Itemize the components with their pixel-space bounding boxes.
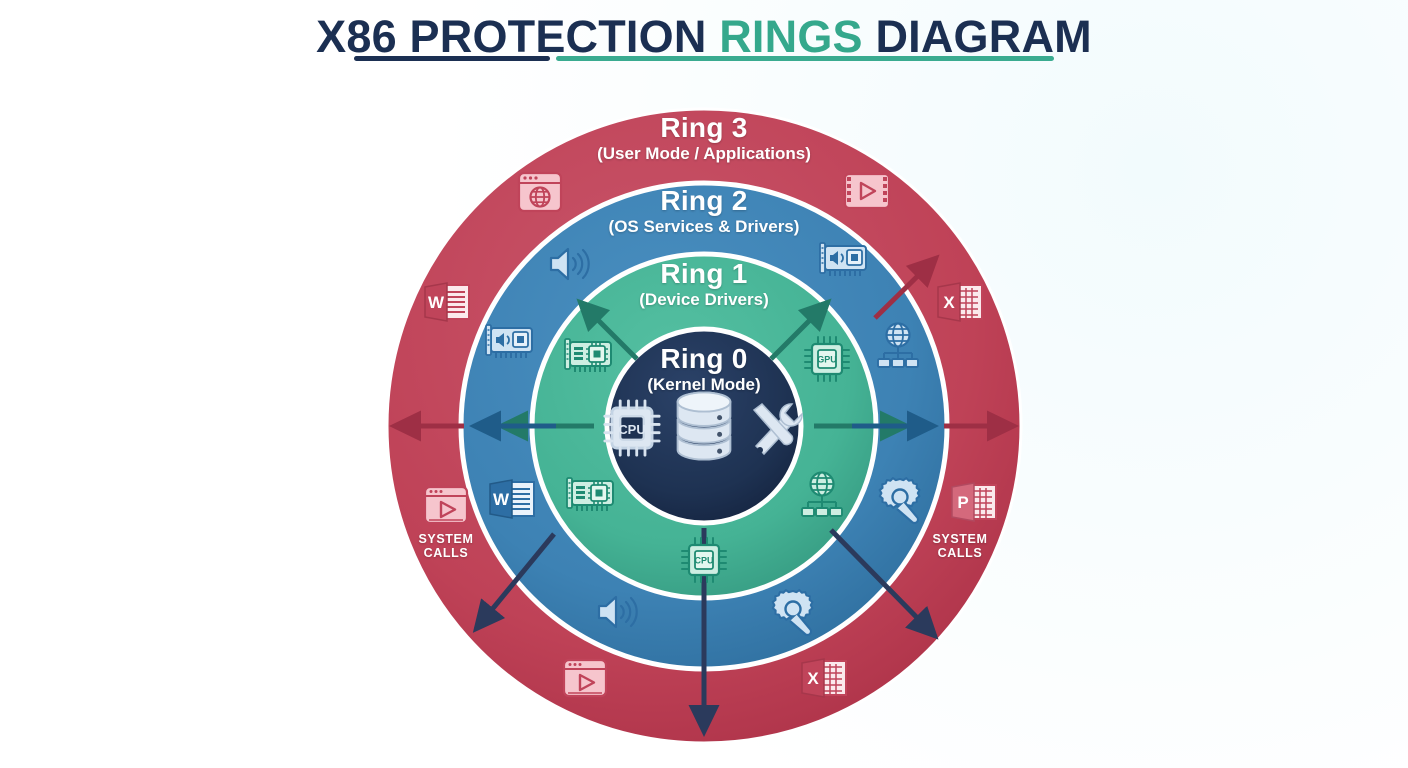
svg-text:X: X <box>943 293 955 312</box>
arrow-diag-upleft-green <box>576 298 639 361</box>
title-underline <box>0 56 1408 61</box>
excel-spreadsheet-icon: X <box>934 280 986 324</box>
svg-text:GPU: GPU <box>817 355 837 365</box>
title-part-1: X86 PROTECTION <box>316 11 720 62</box>
media-player-window-bottom-icon <box>561 656 609 700</box>
settings-gear-wrench-icon <box>875 476 925 526</box>
cpu-chip-green-icon: CPU <box>678 534 730 586</box>
expansion-card-icon <box>561 336 617 378</box>
network-globe-icon <box>874 321 922 371</box>
media-player-window-icon <box>422 483 470 527</box>
svg-text:P: P <box>957 493 968 512</box>
sound-card-right-icon <box>816 240 872 282</box>
speaker-audio-bottom-icon <box>594 592 642 632</box>
arrow-diag-downleft-navy <box>472 532 556 633</box>
settings-gear-wrench-bottom-icon <box>768 588 818 638</box>
title-text: X86 PROTECTION RINGS DIAGRAM <box>0 14 1408 59</box>
speaker-audio-icon <box>546 244 594 284</box>
kernel-icon-database-stack <box>676 391 732 461</box>
word-document-blue-icon: W <box>486 477 538 521</box>
protection-rings-diagram: CPU Ring 3 <box>384 96 1024 756</box>
title-part-accent: RINGS <box>719 11 863 62</box>
gpu-chip-icon: GPU <box>801 333 853 385</box>
title-underline-dark <box>354 56 550 61</box>
kernel-icon-tools <box>752 402 803 456</box>
word-document-icon: W <box>421 280 473 324</box>
powerpoint-icon: P <box>948 480 1000 524</box>
arrow-diag-upright-red <box>873 254 940 320</box>
svg-text:X: X <box>807 669 819 688</box>
sound-card-icon <box>482 322 538 364</box>
svg-text:W: W <box>428 293 445 312</box>
kernel-icon-cpu-chip: CPU <box>603 399 661 457</box>
arrow-diag-downright-navy <box>829 528 939 640</box>
network-globe-green-icon <box>798 470 846 520</box>
svg-text:CPU: CPU <box>618 422 645 437</box>
arrow-diag-upright-green <box>769 298 832 361</box>
title-underline-teal <box>556 56 1054 61</box>
browser-window-globe-icon <box>516 170 564 214</box>
page-title: X86 PROTECTION RINGS DIAGRAM <box>0 14 1408 59</box>
excel-spreadsheet-bottom-icon: X <box>798 656 850 700</box>
svg-text:CPU: CPU <box>694 556 713 566</box>
title-part-3: DIAGRAM <box>862 11 1092 62</box>
video-film-icon <box>842 170 892 212</box>
expansion-card-bottom-icon <box>563 475 619 517</box>
svg-text:W: W <box>493 490 510 509</box>
